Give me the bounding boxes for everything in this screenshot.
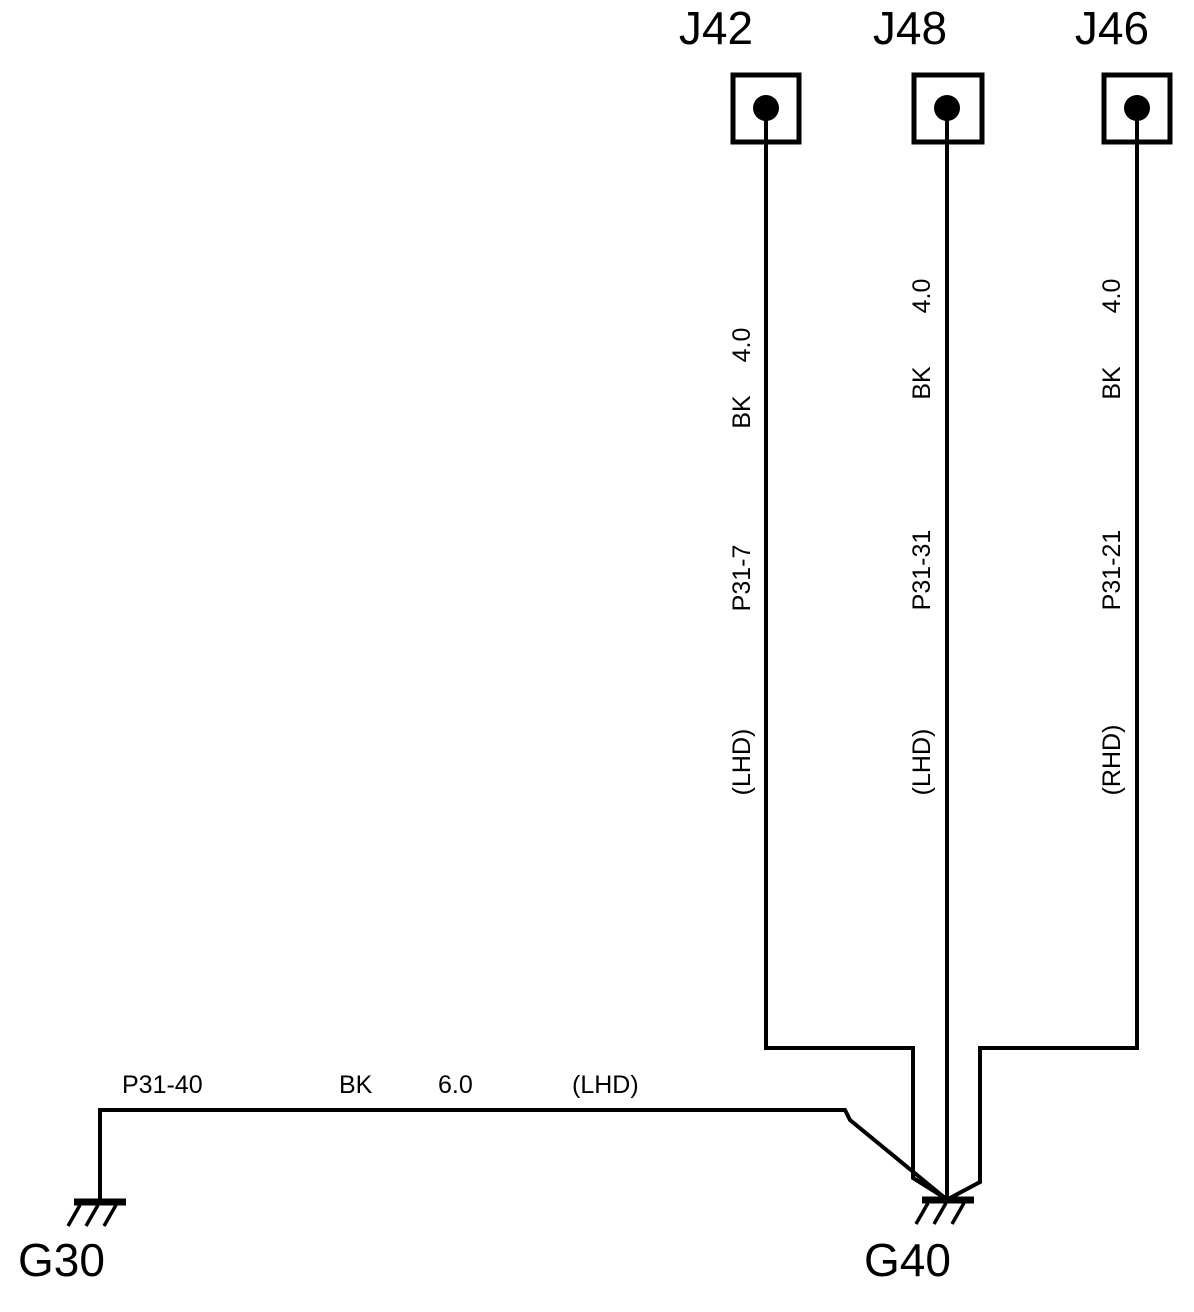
wire-ground-g30 <box>98 1108 947 1200</box>
wire-size: 4.0 <box>728 328 756 363</box>
wire-size: 4.0 <box>908 279 936 314</box>
wire-circuit: P31-21 <box>1098 530 1126 611</box>
connector-label-j46: J46 <box>1075 2 1149 54</box>
wire-labels-j48: 4.0 BK P31-31 (LHD) <box>908 279 936 796</box>
ground-symbol-g40 <box>914 1196 974 1225</box>
wire-j42 <box>764 108 947 1200</box>
wire-option: (RHD) <box>1098 725 1126 796</box>
connector-label-j48: J48 <box>873 2 947 54</box>
wire-color: BK <box>1098 366 1126 400</box>
wire-labels-ground: P31-40 BK 6.0 (LHD) <box>122 1071 639 1099</box>
wire-circuit: P31-31 <box>908 530 936 611</box>
wire-labels-j46: 4.0 BK P31-21 (RHD) <box>1098 279 1126 796</box>
wire-size: 4.0 <box>1098 279 1126 314</box>
connector-label-j42: J42 <box>679 2 753 54</box>
wire-circuit: P31-7 <box>728 545 756 612</box>
wire-color: BK <box>728 395 756 429</box>
ground-symbol-g30 <box>66 1198 126 1227</box>
wire-option: (LHD) <box>728 729 756 796</box>
wire-labels-j42: 4.0 BK P31-7 (LHD) <box>728 328 756 796</box>
ground-label-g40: G40 <box>864 1234 951 1286</box>
wire-color: BK <box>908 366 936 400</box>
wire-size: 6.0 <box>438 1071 473 1099</box>
wire-j46 <box>949 108 1139 1200</box>
ground-label-g30: G30 <box>18 1234 105 1286</box>
wire-option: (LHD) <box>572 1071 639 1099</box>
wire-circuit: P31-40 <box>122 1071 203 1099</box>
wire-color: BK <box>339 1071 373 1099</box>
wire-option: (LHD) <box>908 729 936 796</box>
